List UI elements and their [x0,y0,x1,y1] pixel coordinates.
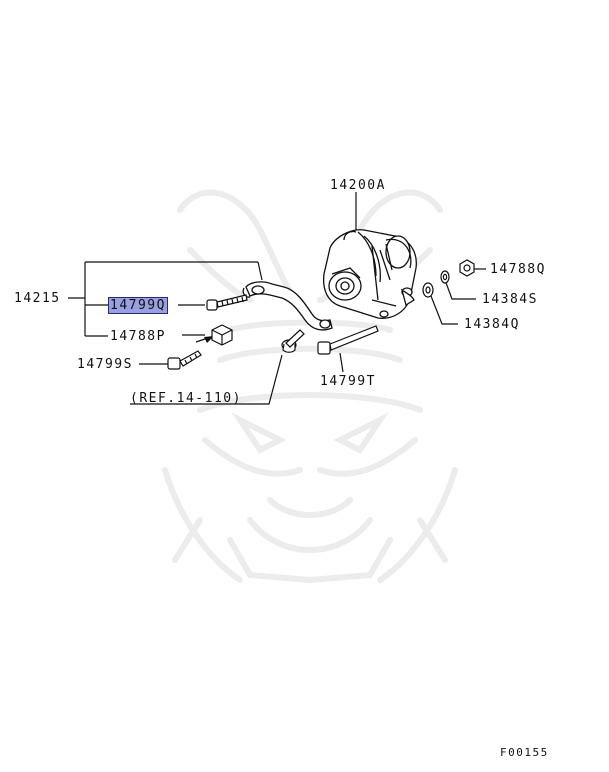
ref-bolt-shape [281,329,305,353]
part-label-14200a[interactable]: 14200A [330,178,386,193]
part-label-14788q[interactable]: 14788Q [490,262,546,277]
part-label-14215[interactable]: 14215 [14,291,61,306]
diagram-code: F00155 [500,746,549,759]
part-label-14384q[interactable]: 14384Q [464,317,520,332]
leader-lines [130,192,486,405]
bracket-group-lines [68,261,263,337]
through-bolt-shape [317,325,379,355]
part-label-14384s[interactable]: 14384S [482,292,538,307]
part-label-14799s[interactable]: 14799S [77,357,133,372]
reference-label[interactable]: (REF.14-110) [130,391,242,406]
alternator-shape [322,229,417,319]
part-label-14799q-highlighted[interactable]: 14799Q [108,297,168,314]
nut-14788p-shape [211,324,233,346]
bolt-14799s-shape [167,350,202,370]
brace-arm [242,281,333,331]
part-label-14799t[interactable]: 14799T [320,374,376,389]
part-label-14788p[interactable]: 14788P [110,329,166,344]
washer-14384s-shape [440,270,450,284]
nut-14788q-shape [459,259,475,277]
watermark-logo [162,189,458,584]
adjust-bolt-shape [206,294,248,311]
washer-14384q-shape [422,282,434,298]
